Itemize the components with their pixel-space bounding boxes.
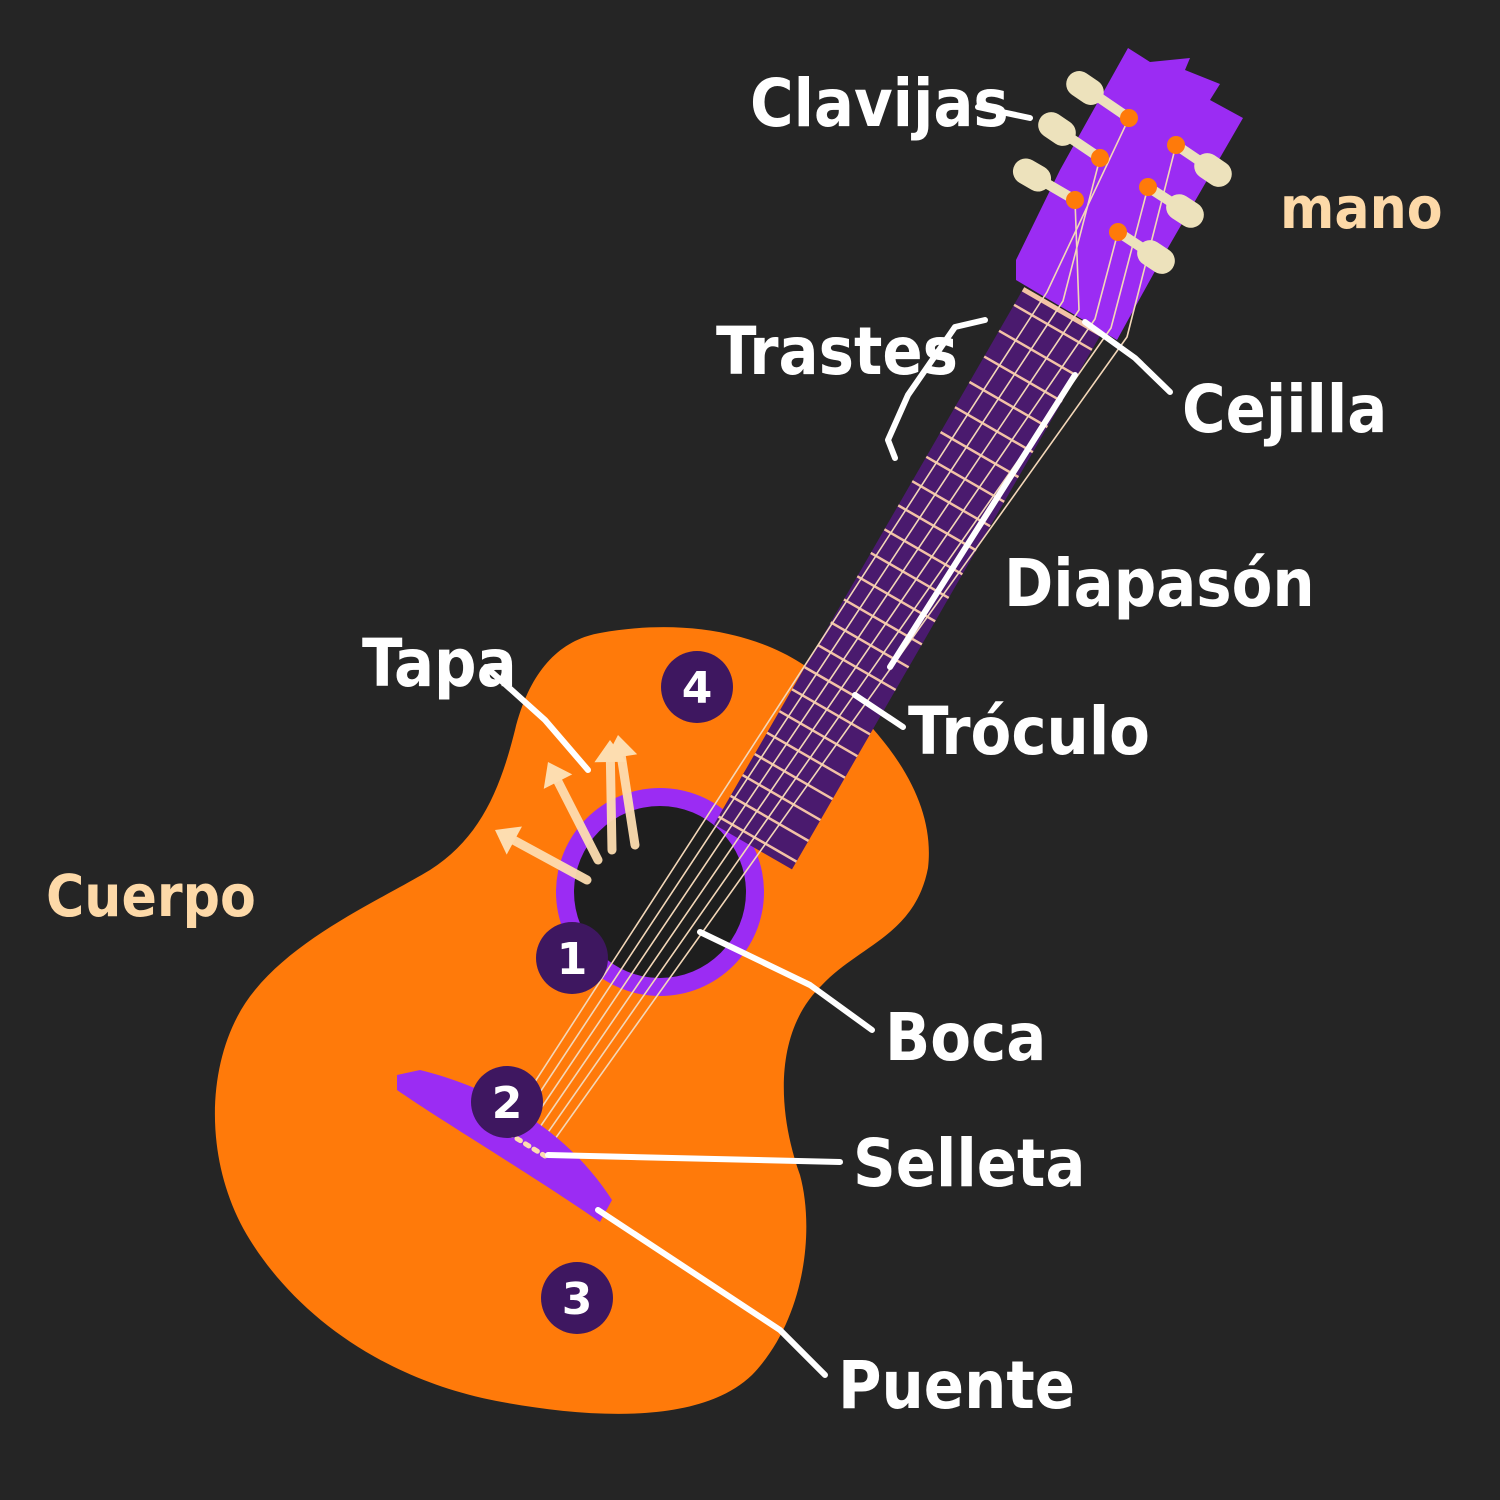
arrow-up-icon <box>605 757 617 855</box>
label-diapason: Diapasón <box>1004 545 1315 622</box>
fret <box>897 504 977 552</box>
fretboard <box>714 287 1102 870</box>
fret <box>968 380 1049 429</box>
fret <box>766 731 846 779</box>
peg-button <box>1066 71 1104 105</box>
guitar-string <box>520 199 1080 1139</box>
marker-3: 3 <box>541 1262 613 1334</box>
peg-button <box>1137 240 1175 274</box>
peg-post <box>1066 191 1084 209</box>
arrow-up-icon <box>553 777 603 865</box>
vibration-arrows <box>495 735 640 885</box>
label-boca: Boca <box>885 999 1046 1076</box>
leader-diapason <box>887 372 1078 670</box>
fret <box>939 431 1020 479</box>
marker-4: 4 <box>661 651 733 723</box>
peg-button <box>1012 158 1052 192</box>
leader-trastes <box>885 317 988 461</box>
guitar-string <box>504 117 1130 1129</box>
marker-2: 2 <box>471 1066 543 1138</box>
leader-clavijas <box>975 104 1033 121</box>
label-cejilla: Cejilla <box>1182 371 1387 448</box>
section-label-head: mano <box>1280 174 1443 242</box>
arrow-head <box>495 826 522 855</box>
marker-4-label: 4 <box>682 663 713 714</box>
arrow-head <box>543 762 573 789</box>
guitar-string <box>528 231 1119 1144</box>
fret <box>729 794 810 842</box>
peg-post <box>1091 149 1109 167</box>
leader-cejilla <box>1082 319 1173 395</box>
tuning-pegs <box>1012 71 1232 274</box>
section-label-body: Cuerpo <box>46 862 256 930</box>
fret <box>883 528 963 576</box>
label-clavijas: Clavijas <box>750 65 1009 142</box>
leader-tapa <box>483 664 591 773</box>
peg-button <box>1038 112 1076 146</box>
arrow-up-icon <box>509 836 592 885</box>
marker-3-label: 3 <box>562 1274 593 1325</box>
marker-2-label: 2 <box>492 1078 523 1129</box>
fret <box>998 329 1078 377</box>
fret <box>717 815 798 863</box>
peg-post <box>1109 223 1127 241</box>
label-selleta: Selleta <box>853 1125 1085 1202</box>
guitar-string <box>544 144 1177 1154</box>
strings <box>504 117 1177 1154</box>
leader-lines <box>483 104 1173 1378</box>
peg-button <box>1194 153 1232 187</box>
leader-troculo <box>852 692 906 730</box>
guitar-string <box>536 186 1149 1149</box>
leader-boca <box>697 929 875 1033</box>
peg-post <box>1139 178 1157 196</box>
arrow-head <box>605 735 638 760</box>
leader-puente <box>595 1207 828 1378</box>
marker-1-label: 1 <box>557 934 588 985</box>
peg-post <box>1120 109 1138 127</box>
label-puente: Puente <box>838 1347 1075 1424</box>
bridge <box>397 1070 612 1222</box>
headstock <box>1016 48 1243 340</box>
peg-button <box>1166 194 1204 228</box>
peg-post <box>1167 136 1185 154</box>
fret <box>983 355 1063 403</box>
marker-1: 1 <box>536 922 608 994</box>
guitar-string <box>512 157 1101 1134</box>
leader-selleta <box>545 1152 843 1165</box>
label-tapa: Tapa <box>362 625 517 702</box>
fret <box>754 752 834 801</box>
label-troculo: Tróculo <box>908 693 1150 770</box>
label-trastes: Trastes <box>716 313 958 390</box>
fret <box>778 710 858 758</box>
arrow-up-icon <box>616 752 640 850</box>
fret <box>791 688 871 736</box>
